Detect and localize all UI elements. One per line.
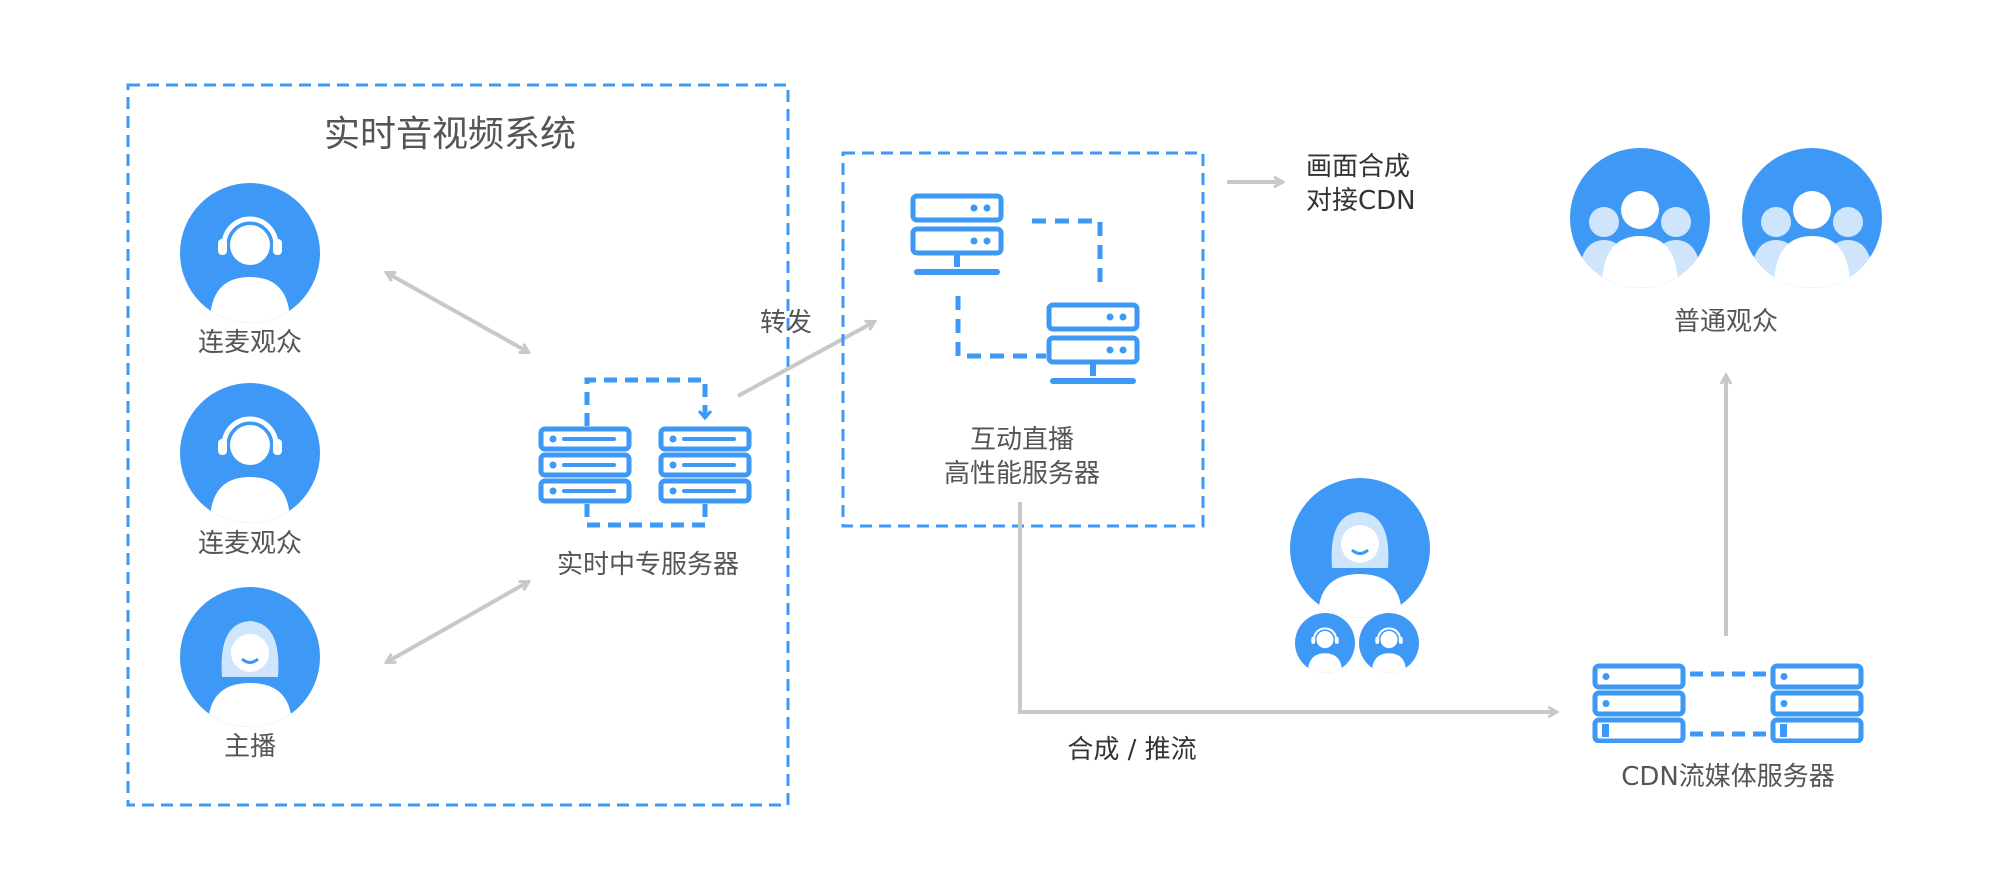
server-icon — [913, 196, 1001, 275]
interactive-server-label-2: 高性能服务器 — [944, 459, 1100, 489]
headset-user-icon — [180, 183, 320, 323]
relay-loop-bottom — [584, 504, 708, 528]
server-icon — [541, 429, 629, 501]
server-icon — [1049, 305, 1137, 384]
audience-label-2: 连麦观众 — [198, 529, 302, 559]
group-users-icon — [1570, 148, 1710, 288]
viewers-label: 普通观众 — [1674, 307, 1778, 337]
cdn-server-node: CDN流媒体服务器 — [1595, 666, 1861, 792]
server-icon — [1773, 666, 1861, 741]
interactive-loop-top — [1032, 218, 1103, 282]
interactive-server-node: 互动直播 高性能服务器 — [913, 196, 1137, 489]
headset-user-icon — [180, 383, 320, 523]
server-icon — [661, 429, 749, 501]
mix-label-1: 画面合成 — [1306, 152, 1410, 182]
server-icon — [1595, 666, 1683, 741]
headset-user-icon — [1295, 613, 1355, 673]
push-label: 合成 / 推流 — [1067, 735, 1196, 765]
audience-label-1: 连麦观众 — [198, 328, 302, 358]
forward-label: 转发 — [760, 308, 812, 338]
female-host-icon — [180, 587, 320, 727]
audience-node-2: 连麦观众 — [180, 383, 320, 559]
anchor-node: 主播 — [180, 587, 320, 762]
arrow-audience-relay — [387, 273, 528, 352]
host-group — [1290, 478, 1430, 673]
interactive-server-container — [841, 151, 1205, 528]
viewers-node: 普通观众 — [1570, 148, 1882, 337]
mix-label-2: 对接CDN — [1306, 186, 1416, 216]
anchor-label: 主播 — [224, 732, 276, 762]
headset-user-icon — [1359, 613, 1419, 673]
relay-server-label: 实时中专服务器 — [557, 550, 739, 580]
arrow-forward — [737, 322, 874, 398]
interactive-server-label-1: 互动直播 — [970, 425, 1074, 455]
arrow-anchor-relay — [387, 582, 528, 662]
relay-server-node: 实时中专服务器 — [541, 377, 749, 580]
female-host-icon — [1290, 478, 1430, 618]
cdn-server-label: CDN流媒体服务器 — [1621, 762, 1835, 792]
relay-loop — [584, 377, 705, 426]
system-container — [126, 83, 790, 807]
arrow-push — [1018, 502, 1556, 712]
audience-node-1: 连麦观众 — [180, 183, 320, 358]
group-users-icon — [1742, 148, 1882, 288]
interactive-loop-bottom — [955, 296, 1046, 359]
system-title: 实时音视频系统 — [324, 114, 576, 155]
